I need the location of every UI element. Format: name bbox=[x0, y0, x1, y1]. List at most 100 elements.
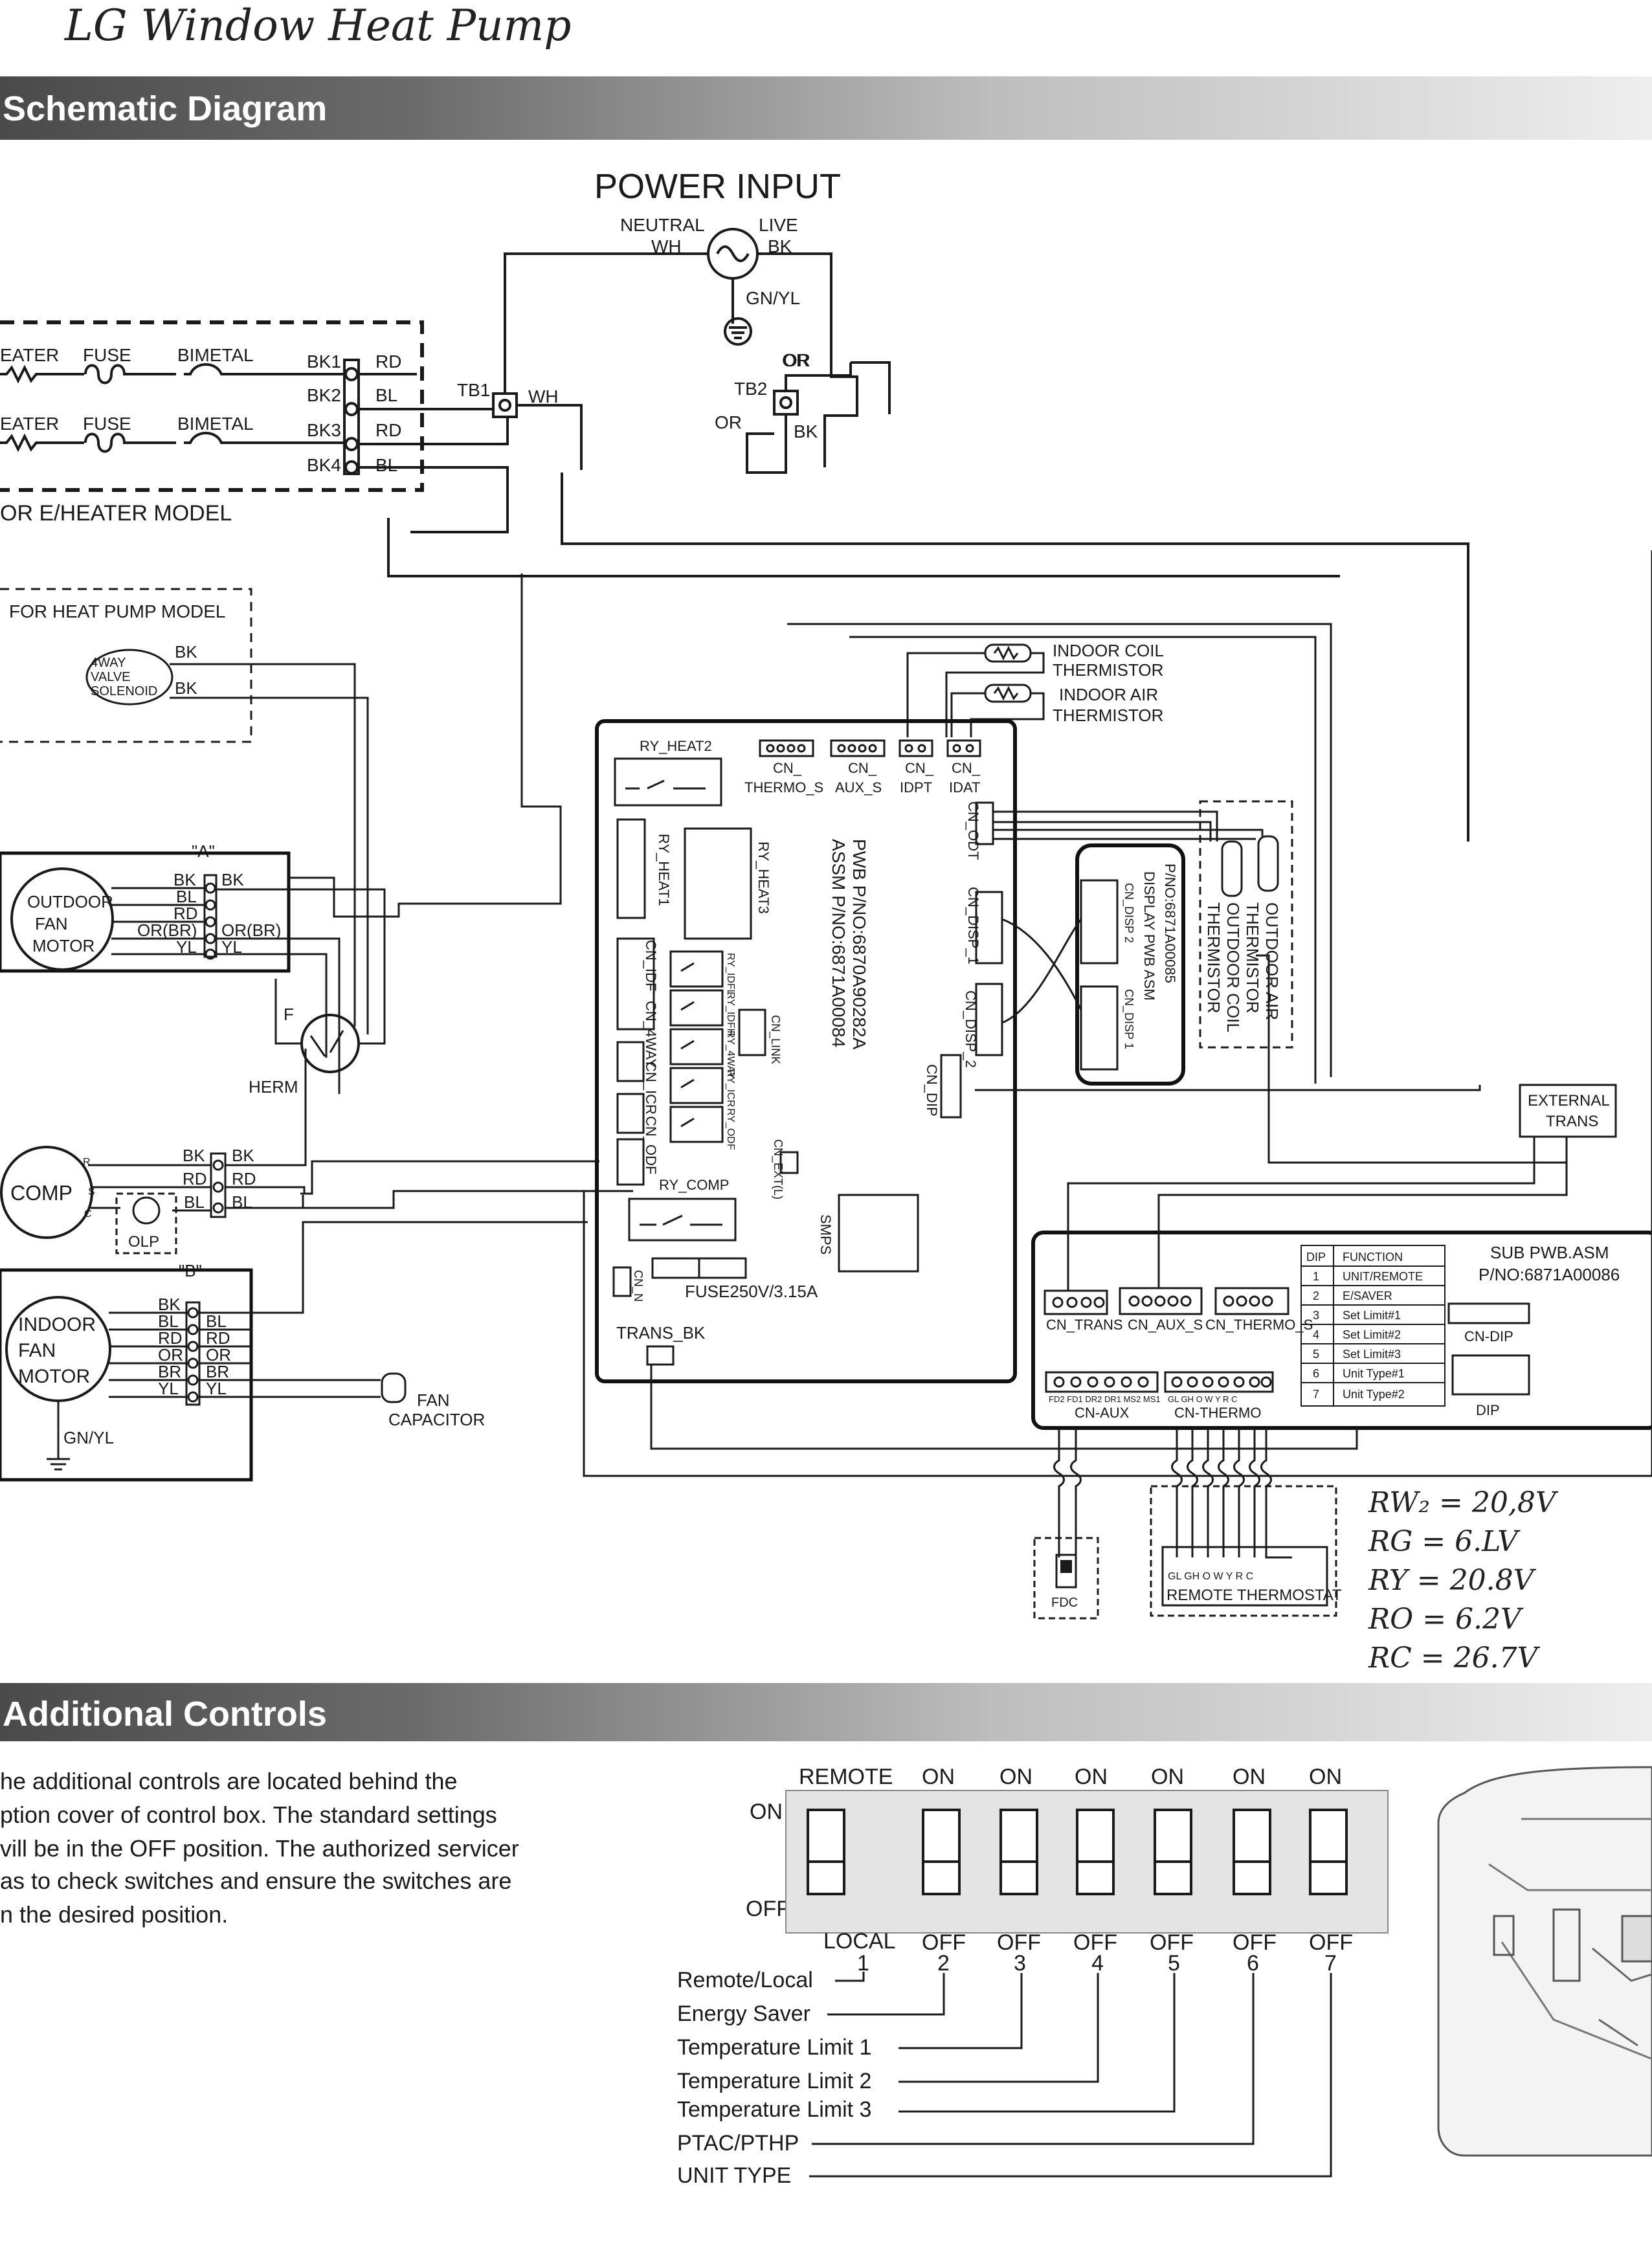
thermistor-labels: INDOOR COIL THERMISTOR INDOOR AIR THERMI… bbox=[1053, 641, 1164, 725]
dip-top-label-1: REMOTE bbox=[799, 1765, 893, 1789]
cn-link-label: CN_LINK bbox=[768, 1015, 782, 1064]
dip-row-1-num: 1 bbox=[1313, 1270, 1319, 1283]
indoor-air-label-1: INDOOR AIR bbox=[1059, 685, 1158, 704]
ground-wire-label: GN/YL bbox=[746, 288, 800, 308]
dip-bottom-label-7: OFF bbox=[1309, 1930, 1353, 1955]
display-cn-disp1: CN_DISP 1 bbox=[1122, 989, 1135, 1049]
dip-bottom-label-2: OFF bbox=[922, 1930, 966, 1955]
cn-idat-2: IDAT bbox=[949, 779, 980, 796]
outdoor-coil-label-1: OUTDOOR COIL bbox=[1223, 902, 1243, 1032]
dip-number-2: 2 bbox=[937, 1951, 950, 1976]
voltage-ro: RO = 6.2V bbox=[1368, 1603, 1524, 1636]
comp-left-rd: RD bbox=[183, 1169, 207, 1188]
indoor-fan-name-2: FAN bbox=[18, 1340, 56, 1361]
dip-top-label-2: ON bbox=[922, 1765, 955, 1789]
heater-label-1: EATER bbox=[0, 345, 59, 365]
cn-idf-label: CN_IDF bbox=[643, 940, 659, 991]
valve-label-2: VALVE bbox=[91, 670, 131, 684]
ifm-ground: GN/YL bbox=[63, 1428, 114, 1447]
cap-f-label: F bbox=[284, 1005, 294, 1024]
fdc-switch: FDC bbox=[1033, 1537, 1099, 1620]
live-label: LIVE bbox=[759, 215, 798, 235]
sub-cn-aux-s: CN_AUX_S bbox=[1128, 1317, 1203, 1333]
ofm-left-rd: RD bbox=[173, 904, 198, 923]
dip-number-6: 6 bbox=[1247, 1951, 1259, 1976]
sub-cn-dip: CN-DIP bbox=[1464, 1328, 1513, 1344]
power-input: POWER INPUT NEUTRAL WH LIVE BK GN/YL OR bbox=[594, 167, 841, 370]
sub-cn-trans: CN_TRANS bbox=[1046, 1317, 1123, 1333]
ifm-left-bk: BK bbox=[158, 1295, 181, 1314]
pcb-assy-no: ASSM P/NO:6871A00084 bbox=[829, 839, 849, 1047]
indoor-coil-label-1: INDOOR COIL bbox=[1053, 641, 1164, 660]
dip-row-7-num: 7 bbox=[1313, 1388, 1319, 1401]
cn-disp2-label: CN_DISP_2 bbox=[963, 990, 979, 1068]
tb2-bk-label: BK bbox=[794, 421, 818, 441]
outdoor-fan-motor: "A" OUTDOOR FAN MOTOR BK BL RD OR(BR) YL… bbox=[0, 574, 562, 1094]
ifm-left-br: BR bbox=[158, 1362, 181, 1381]
cn-idat-1: CN_ bbox=[952, 760, 981, 776]
comp-right-rd: RD bbox=[232, 1169, 256, 1188]
heat-pump-box: FOR HEAT PUMP MODEL 4WAY VALVE SOLENOID … bbox=[0, 588, 369, 1034]
indoor-fan-motor: "B" INDOOR FAN MOTOR BK BL RD OR BR YL B… bbox=[0, 1221, 588, 1482]
terminal-bk1: BK1 bbox=[307, 351, 341, 372]
main-pcb: RY_HEAT2 CN_ THERMO_S CN_ AUX_S CN_ IDPT… bbox=[595, 719, 1017, 1383]
dip-row-5-func: Set Limit#3 bbox=[1343, 1348, 1401, 1361]
relay-4way: RY_4WAY bbox=[725, 1031, 736, 1079]
trans-bk-label: TRANS_BK bbox=[616, 1323, 706, 1343]
handwritten-voltages: RW₂ = 20,8V RG = 6.LV RY = 20.8V RO = 6.… bbox=[1368, 1486, 1559, 1675]
terminal-bk4: BK4 bbox=[307, 455, 341, 475]
e-heater-caption: OR E/HEATER MODEL bbox=[0, 501, 232, 526]
ifm-left-or: OR bbox=[158, 1345, 183, 1365]
dip-top-label-6: ON bbox=[1233, 1765, 1266, 1789]
terminal-blocks: TB1 WH TB2 OR OR BK bbox=[457, 350, 818, 441]
external-trans-2: TRANS bbox=[1546, 1113, 1598, 1130]
ofm-right-or: OR(BR) bbox=[221, 920, 281, 940]
controls-text-2: ption cover of control box. The standard… bbox=[0, 1801, 497, 1828]
cn-idpt-2: IDPT bbox=[900, 779, 932, 796]
fn-temp-limit-1: Temperature Limit 1 bbox=[677, 2035, 871, 2060]
valve-wire-2: BK bbox=[175, 678, 197, 698]
controls-text-3: vill be in the OFF position. The authori… bbox=[0, 1835, 519, 1862]
sub-cn-thermo-s: CN_THERMO_S bbox=[1205, 1317, 1313, 1333]
sub-pcb: SUB PWB.ASM P/NO:6871A00086 CN_TRANS CN_… bbox=[1031, 1231, 1652, 1430]
outdoor-thermistors: OUTDOOR AIR THERMISTOR OUTDOOR COIL THER… bbox=[993, 800, 1293, 1049]
heater-label-2: EATER bbox=[0, 414, 59, 434]
comp-right-bk: BK bbox=[232, 1146, 254, 1165]
pcb-part-no: PWB P/NO:6870A90282A bbox=[849, 839, 869, 1050]
fn-ptac-pthp: PTAC/PTHP bbox=[677, 2131, 799, 2156]
valve-wire-1: BK bbox=[175, 642, 197, 662]
dip-bottom-label-5: OFF bbox=[1150, 1930, 1194, 1955]
voltage-rw2: RW₂ = 20,8V bbox=[1368, 1486, 1559, 1519]
fn-temp-limit-2: Temperature Limit 2 bbox=[677, 2069, 871, 2093]
cn-ext-label: CN_EXT(L) bbox=[771, 1139, 785, 1199]
outdoor-fan-ref: "A" bbox=[192, 842, 215, 861]
ry-heat1-label: RY_HEAT1 bbox=[656, 834, 672, 906]
comp-s: S bbox=[88, 1187, 95, 1198]
compressor: COMP R S C OLP BK RD BL BK RD BL bbox=[0, 1049, 633, 1254]
wire-rd-2: RD bbox=[375, 420, 401, 440]
relay-idfl: RY_IDFL bbox=[725, 953, 736, 996]
fuse-label-1: FUSE bbox=[83, 345, 131, 365]
sub-pcb-part: P/NO:6871A00086 bbox=[1479, 1265, 1620, 1284]
cn-thermo-s-1: CN_ bbox=[773, 760, 802, 776]
wire-bl-2: BL bbox=[375, 455, 397, 475]
voltage-rc: RC = 26.7V bbox=[1368, 1642, 1541, 1675]
relay-icr: RY_ICR bbox=[725, 1069, 736, 1107]
tb1-label: TB1 bbox=[457, 380, 490, 400]
ry-heat2-label: RY_HEAT2 bbox=[640, 738, 712, 754]
comp-r: R bbox=[83, 1157, 91, 1168]
cap-herm-label: HERM bbox=[249, 1077, 298, 1097]
controls-text-5: n the desired position. bbox=[0, 1901, 228, 1928]
dip-number-5: 5 bbox=[1168, 1951, 1180, 1976]
display-cn-disp2: CN_DISP 2 bbox=[1122, 883, 1135, 943]
handwritten-title: LG Window Heat Pump bbox=[64, 1, 572, 50]
dip-off-label: OFF bbox=[746, 1897, 790, 1921]
cn-4way-label: CN_4WAY bbox=[643, 1001, 659, 1068]
thermistors bbox=[787, 623, 1332, 1084]
remote-thermostat: GL GH O W Y R C REMOTE THERMOSTAT bbox=[1150, 1485, 1342, 1617]
relay-idfh: RY_IDFH bbox=[725, 992, 736, 1036]
display-pcb-part: P/NO:6871A00085 bbox=[1162, 864, 1178, 983]
tb-wiring bbox=[387, 338, 1469, 842]
dip-bottom-label-1: LOCAL bbox=[823, 1929, 896, 1954]
fn-remote-local: Remote/Local bbox=[677, 1968, 813, 1992]
